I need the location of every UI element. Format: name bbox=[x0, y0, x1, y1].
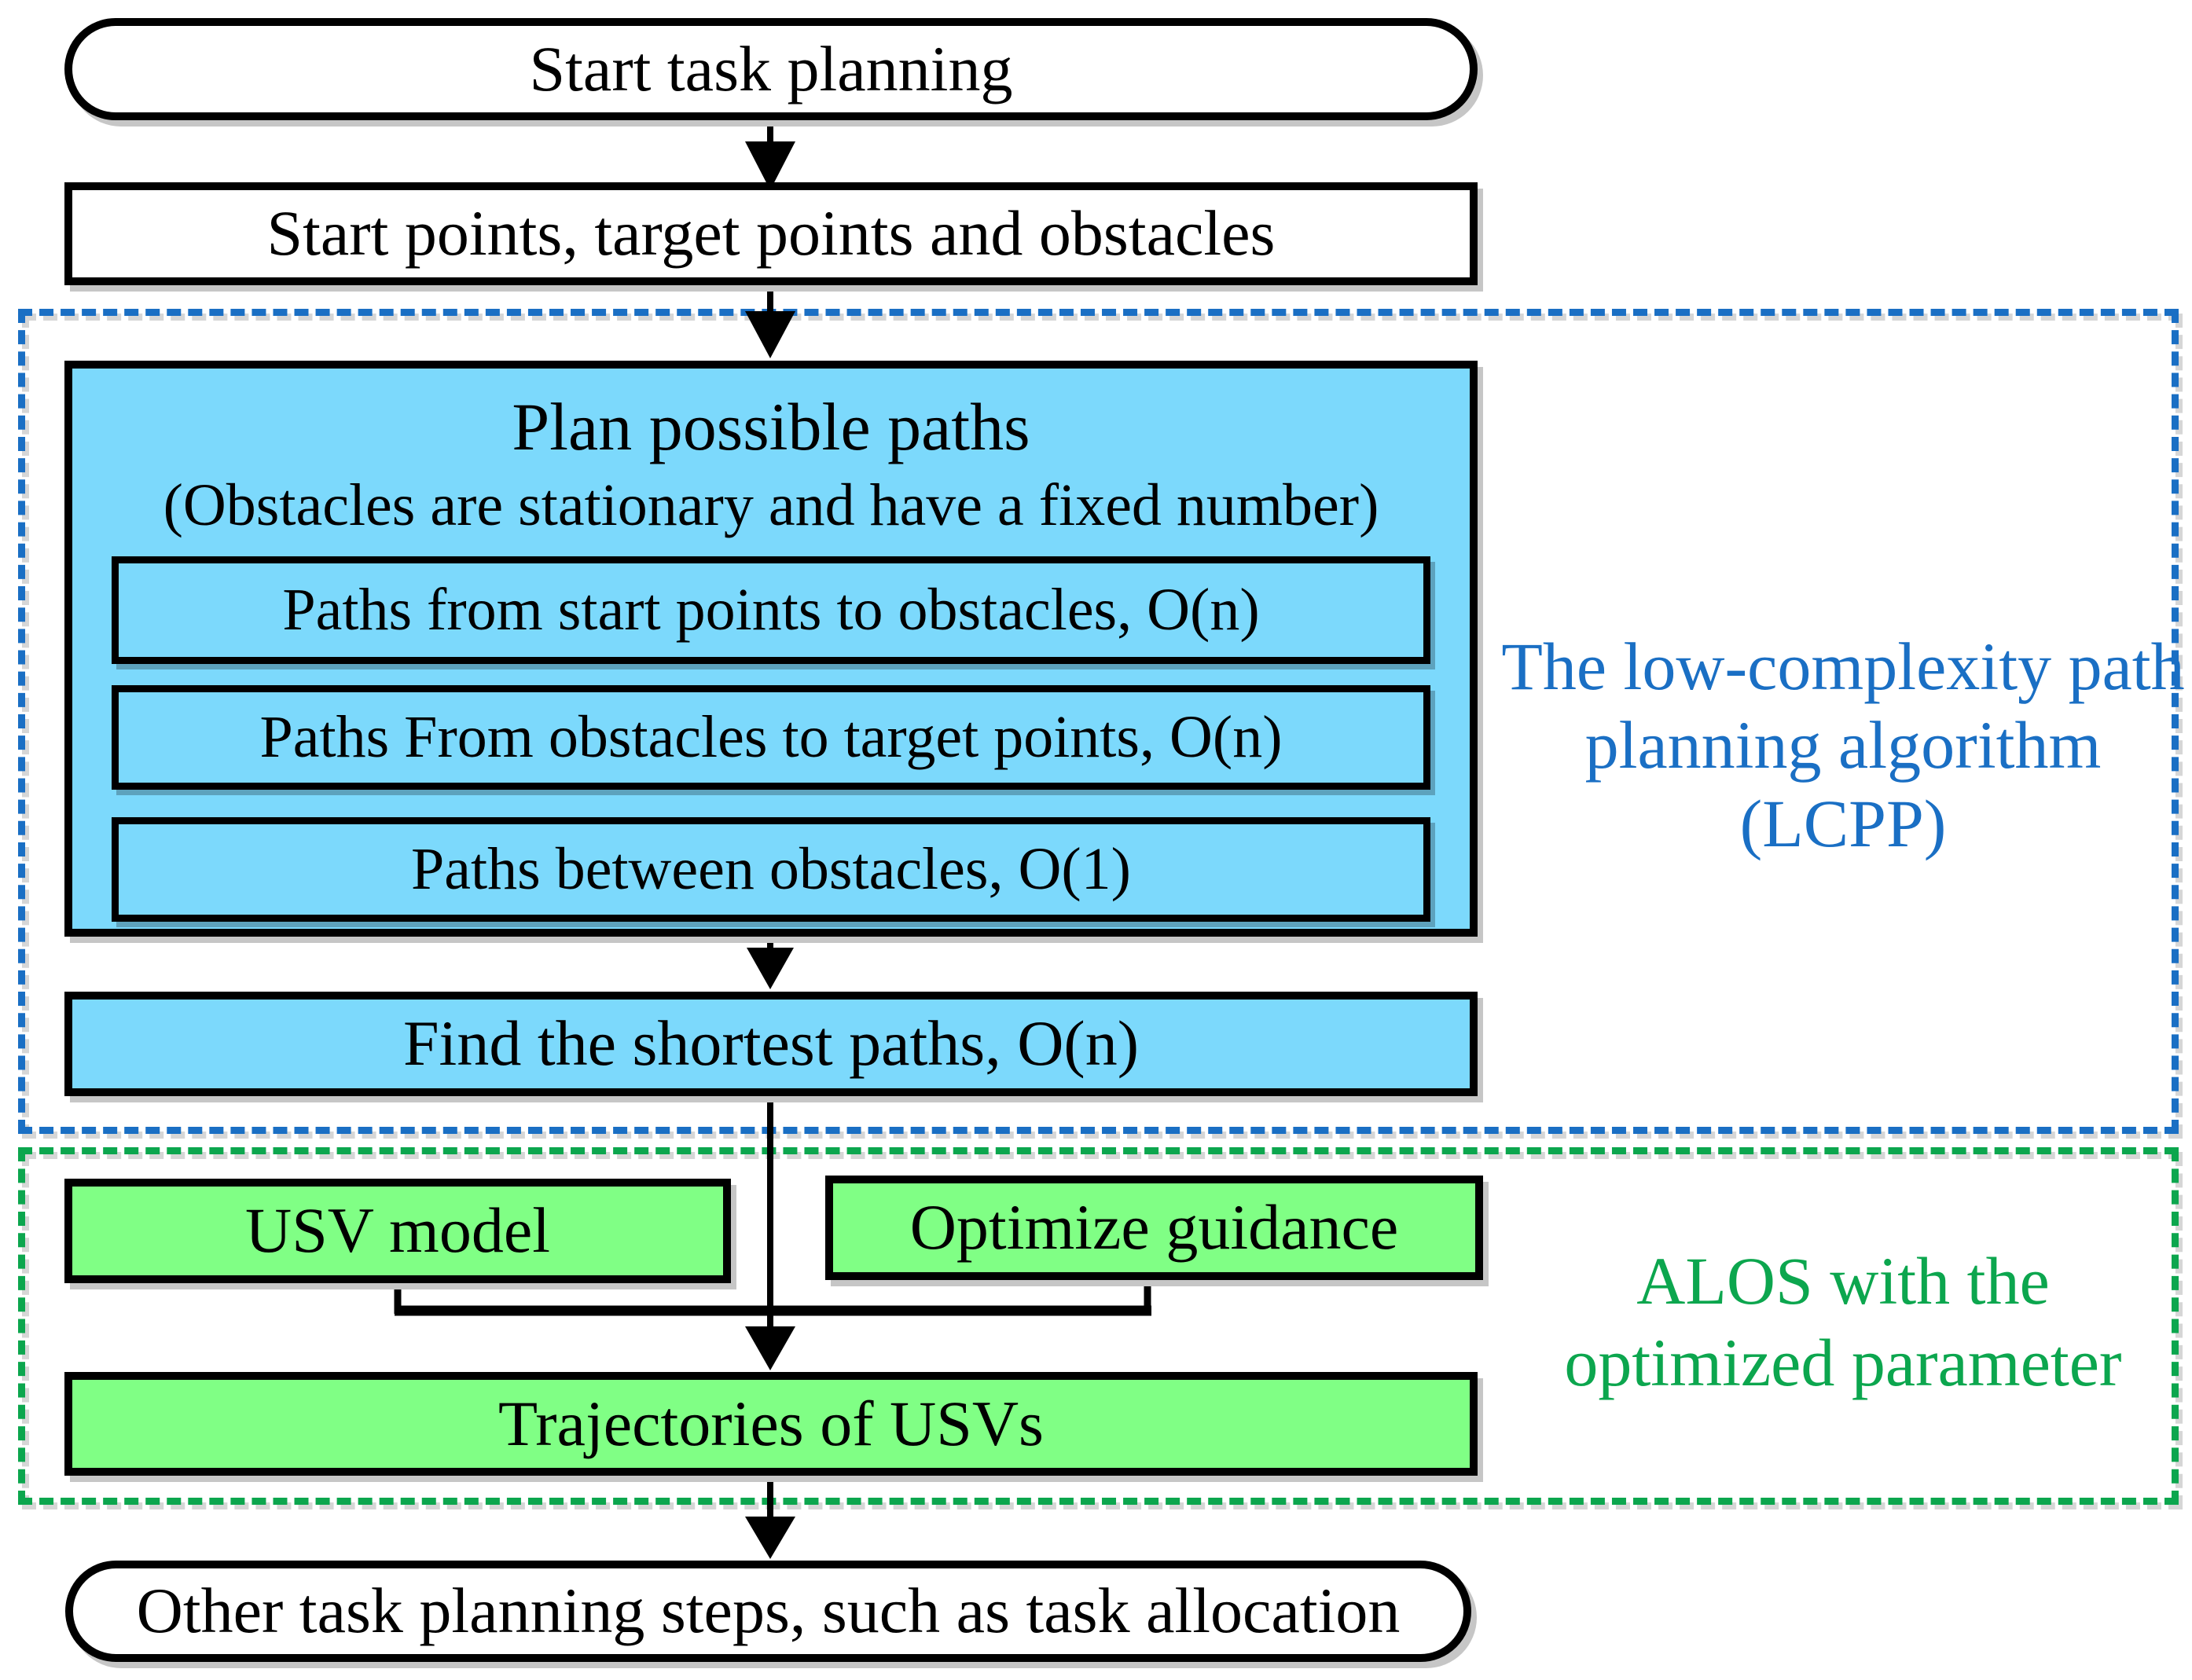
lcpp-label-line: planning algorithm bbox=[1584, 707, 2102, 783]
plan-step-obstacles-to-targets: Paths From obstacles to target points, O… bbox=[112, 685, 1430, 790]
plan-step-start-to-obstacles: Paths from start points to obstacles, O(… bbox=[112, 556, 1430, 664]
plan-subtitle: (Obstacles are stationary and have a fix… bbox=[163, 472, 1379, 538]
plan-title: Plan possible paths bbox=[512, 389, 1030, 464]
usv-model-node: USV model bbox=[64, 1179, 731, 1283]
find-shortest-paths-node: Find the shortest paths, O(n) bbox=[64, 992, 1478, 1096]
lcpp-region-label: The low-complexity path planning algorit… bbox=[1501, 627, 2185, 863]
inputs-label: Start points, target points and obstacle… bbox=[266, 197, 1276, 270]
plan-step-label: Paths From obstacles to target points, O… bbox=[259, 703, 1283, 770]
inputs-node: Start points, target points and obstacle… bbox=[64, 182, 1478, 285]
plan-step-between-obstacles: Paths between obstacles, O(1) bbox=[112, 817, 1430, 922]
optimize-guidance-node: Optimize guidance bbox=[825, 1176, 1483, 1280]
arrow-start-to-inputs bbox=[745, 118, 795, 190]
lcpp-label-line: The low-complexity path bbox=[1501, 629, 2185, 704]
plan-step-label: Paths between obstacles, O(1) bbox=[411, 835, 1131, 902]
start-terminal-label: Start task planning bbox=[529, 32, 1013, 105]
alos-region-label: ALOS with the optimized parameter bbox=[1501, 1240, 2185, 1403]
optimize-guidance-label: Optimize guidance bbox=[909, 1191, 1399, 1264]
find-shortest-label: Find the shortest paths, O(n) bbox=[402, 1007, 1140, 1080]
alos-label-line: ALOS with the bbox=[1636, 1243, 2050, 1319]
trajectories-node: Trajectories of USVs bbox=[64, 1372, 1478, 1476]
end-terminal-label: Other task planning steps, such as task … bbox=[136, 1575, 1401, 1647]
start-terminal-node: Start task planning bbox=[64, 18, 1478, 120]
end-terminal-node: Other task planning steps, such as task … bbox=[65, 1561, 1471, 1662]
plan-step-label: Paths from start points to obstacles, O(… bbox=[282, 576, 1260, 643]
alos-region-border bbox=[18, 1147, 2179, 1505]
usv-model-label: USV model bbox=[244, 1194, 551, 1267]
plan-possible-paths-node: Plan possible paths (Obstacles are stati… bbox=[64, 361, 1478, 937]
lcpp-region-border bbox=[18, 309, 2179, 1134]
trajectories-label: Trajectories of USVs bbox=[498, 1387, 1044, 1459]
alos-label-line: optimized parameter bbox=[1564, 1325, 2122, 1400]
lcpp-label-line: (LCPP) bbox=[1739, 786, 1947, 861]
